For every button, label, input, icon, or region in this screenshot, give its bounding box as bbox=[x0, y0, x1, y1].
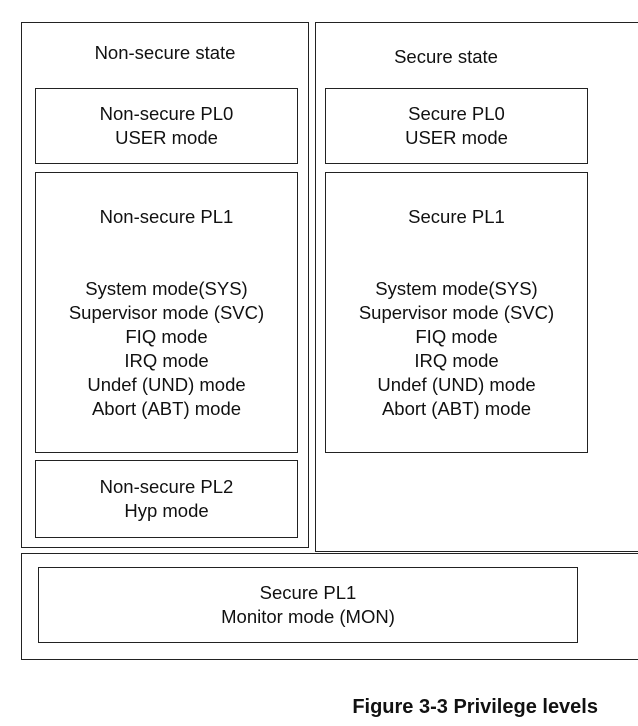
secure-pl1-mode-sys: System mode(SYS) bbox=[375, 278, 538, 299]
non-secure-pl1-mode-abt: Abort (ABT) mode bbox=[91, 398, 242, 419]
monitor-mode-box: Secure PL1 Monitor mode (MON) bbox=[38, 567, 578, 643]
secure-pl1-mode-und: Undef (UND) mode bbox=[377, 374, 536, 395]
secure-pl1-mode-svc: Supervisor mode (SVC) bbox=[358, 302, 555, 323]
non-secure-state-title: Non-secure state bbox=[94, 42, 236, 63]
figure-caption: Figure 3-3 Privilege levels bbox=[352, 696, 598, 718]
secure-pl0-box: Secure PL0 USER mode bbox=[325, 88, 588, 164]
secure-pl1-mode-abt: Abort (ABT) mode bbox=[381, 398, 532, 419]
non-secure-pl1-mode-und: Undef (UND) mode bbox=[87, 374, 246, 395]
secure-pl1-mode-irq: IRQ mode bbox=[414, 350, 499, 371]
secure-state-title: Secure state bbox=[394, 46, 498, 67]
non-secure-pl0-name: Non-secure PL0 bbox=[99, 103, 234, 124]
secure-pl1-mode-fiq: FIQ mode bbox=[415, 326, 498, 347]
non-secure-pl1-mode-fiq: FIQ mode bbox=[125, 326, 208, 347]
non-secure-pl2-mode: Hyp mode bbox=[124, 500, 209, 521]
non-secure-pl1-mode-svc: Supervisor mode (SVC) bbox=[68, 302, 265, 323]
monitor-pl-name: Secure PL1 bbox=[259, 582, 357, 603]
monitor-mode-label: Monitor mode (MON) bbox=[221, 606, 395, 627]
non-secure-pl0-mode: USER mode bbox=[115, 127, 218, 148]
non-secure-pl0-box: Non-secure PL0 USER mode bbox=[35, 88, 298, 164]
non-secure-pl1-mode-irq: IRQ mode bbox=[124, 350, 209, 371]
non-secure-pl2-name: Non-secure PL2 bbox=[99, 476, 234, 497]
non-secure-pl1-name: Non-secure PL1 bbox=[99, 206, 234, 227]
secure-pl1-box: Secure PL1 System mode(SYS) Supervisor m… bbox=[325, 172, 588, 453]
secure-pl1-name: Secure PL1 bbox=[408, 206, 505, 227]
secure-pl0-name: Secure PL0 bbox=[408, 103, 505, 124]
secure-pl0-mode: USER mode bbox=[405, 127, 508, 148]
non-secure-pl2-box: Non-secure PL2 Hyp mode bbox=[35, 460, 298, 538]
non-secure-pl1-box: Non-secure PL1 System mode(SYS) Supervis… bbox=[35, 172, 298, 453]
non-secure-pl1-mode-sys: System mode(SYS) bbox=[85, 278, 248, 299]
